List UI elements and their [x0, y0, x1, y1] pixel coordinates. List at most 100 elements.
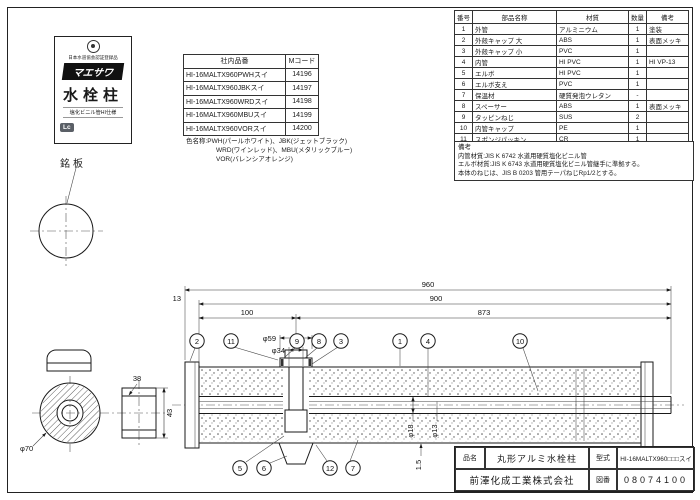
balloon-12: 12	[322, 460, 338, 476]
table-cell: HI-16MALTX960WRDスイ	[183, 94, 286, 109]
dim-flange-od: φ59	[263, 334, 276, 343]
dim-flange-id: φ34	[272, 346, 285, 355]
table-cell: 1	[628, 34, 647, 46]
dim-inner-bore: φ13	[430, 424, 439, 437]
bom-header: 数量	[628, 10, 647, 24]
table-cell: HI PVC	[556, 56, 629, 68]
table-cell: 表面メッキ	[646, 100, 689, 112]
table-cell: 1	[628, 100, 647, 112]
balloon-5: 5	[232, 460, 248, 476]
svg-text:2: 2	[195, 337, 199, 346]
table-cell	[646, 89, 689, 101]
svg-text:12: 12	[326, 464, 334, 473]
product-name: 水栓柱	[62, 87, 123, 104]
svg-text:1: 1	[398, 337, 402, 346]
title-block: 品名 丸形アルミ水栓柱 型式 HI-16MALTX960□□□スイ 前澤化成工業…	[454, 446, 695, 492]
balloon-leaders	[189, 346, 539, 464]
table-cell: 塗装	[646, 23, 689, 35]
table-cell: -	[628, 89, 647, 101]
drawing-number-label: 図番	[589, 469, 617, 491]
bom-header: 備考	[646, 10, 689, 24]
table-cell: 1	[454, 23, 473, 35]
section-view: φ70	[20, 376, 170, 453]
color-note-line: 色名称:PWH(パールホワイト)、JBK(ジェットブラック)	[186, 138, 348, 145]
balloon-6: 6	[256, 460, 272, 476]
table-cell: 1	[628, 67, 647, 79]
table-cell: 外殻キャップ 小	[472, 45, 557, 57]
note-line: 内管材質:JIS K 6742 水道用硬質塩化ビニル管	[458, 152, 587, 160]
dim-wall: 1.5	[414, 460, 423, 470]
table-cell	[646, 111, 689, 123]
table-cell: 表面メッキ	[646, 34, 689, 46]
balloon-11: 11	[223, 333, 239, 349]
table-cell: ABS	[556, 100, 629, 112]
table-cell: 4	[454, 56, 473, 68]
dim-overall: 960	[422, 280, 435, 289]
table-cell: 5	[454, 67, 473, 79]
bom-header: 番号	[454, 10, 473, 24]
table-cell: ABS	[556, 34, 629, 46]
dim-sec-inner: 38	[133, 374, 141, 383]
table-cell	[646, 78, 689, 90]
dim-right-seg: 873	[478, 308, 491, 317]
table-cell: SUS	[556, 111, 629, 123]
top-view	[30, 196, 103, 266]
table-cell: 14200	[285, 121, 319, 136]
certification-text: 日本水道協会認証登録品	[68, 55, 118, 61]
svg-text:6: 6	[262, 464, 266, 473]
table-cell: 保温材	[472, 89, 557, 101]
table-row: 社内品番 Mコード	[183, 54, 319, 69]
brand-label: 日本水道協会認証登録品 マエサワ 水栓柱 塩化ビニル管HI仕様 Lc	[54, 36, 132, 144]
table-cell: 2	[454, 34, 473, 46]
balloon-4: 4	[420, 333, 436, 349]
bom-notes: 備考 内管材質:JIS K 6742 水道用硬質塩化ビニル管 エルボ材質:JIS…	[454, 141, 694, 182]
table-cell: 14199	[285, 108, 319, 123]
table-cell	[646, 67, 689, 79]
table-cell: 9	[454, 111, 473, 123]
dim-inner-od: φ18	[406, 424, 415, 437]
dim-post-od: φ70	[20, 444, 33, 453]
svg-text:3: 3	[339, 337, 343, 346]
company-name: 前澤化成工業株式会社	[455, 469, 589, 491]
note-line: 本体のねじは、JIS B 0203 管用テーパねじRp1/2とする。	[458, 169, 621, 177]
note-line: エルボ材質:JIS K 6743 水道用硬質塩化ビニル管継手に準拠する。	[458, 161, 644, 169]
bom-header: 材質	[556, 10, 629, 24]
balloons: 2 11 9 8 3 1 4 10 5 6 12 7	[189, 333, 528, 476]
support-top-view	[46, 349, 92, 372]
svg-text:9: 9	[295, 337, 299, 346]
svg-text:5: 5	[238, 464, 242, 473]
drawing-number: 08074100	[617, 469, 695, 491]
balloon-9: 9	[289, 333, 305, 349]
table-cell: PVC	[556, 78, 629, 90]
dim-body: 900	[430, 294, 443, 303]
color-note-line: WRD(ワインレッド)、MBU(メタリックブルー)	[216, 147, 353, 154]
item-name-label: 品名	[455, 447, 485, 469]
nameplate-label: 銘板	[60, 159, 86, 170]
table-cell: エルボ	[472, 67, 557, 79]
dimensions: 960 900 13 100 873 φ59 φ34 φ18 φ13 1.5	[173, 280, 672, 470]
bom-header: 部品名称	[472, 10, 557, 24]
drawing-frame	[7, 7, 693, 493]
svg-text:11: 11	[227, 337, 235, 346]
end-section-view: 43 38	[121, 374, 174, 446]
table-cell	[646, 45, 689, 57]
table-cell: HI-16MALTX960MBUスイ	[183, 108, 286, 123]
table-cell: 外管	[472, 23, 557, 35]
table-cell: 14197	[285, 81, 319, 96]
table-cell: タッピンねじ	[472, 111, 557, 123]
balloon-3: 3	[333, 333, 349, 349]
table-row: 番号 部品名称 材質 数量 備考	[454, 10, 689, 24]
table-cell: 10	[454, 122, 473, 134]
color-notes: 色名称:PWH(パールホワイト)、JBK(ジェットブラック) WRD(ワインレッ…	[186, 137, 352, 164]
